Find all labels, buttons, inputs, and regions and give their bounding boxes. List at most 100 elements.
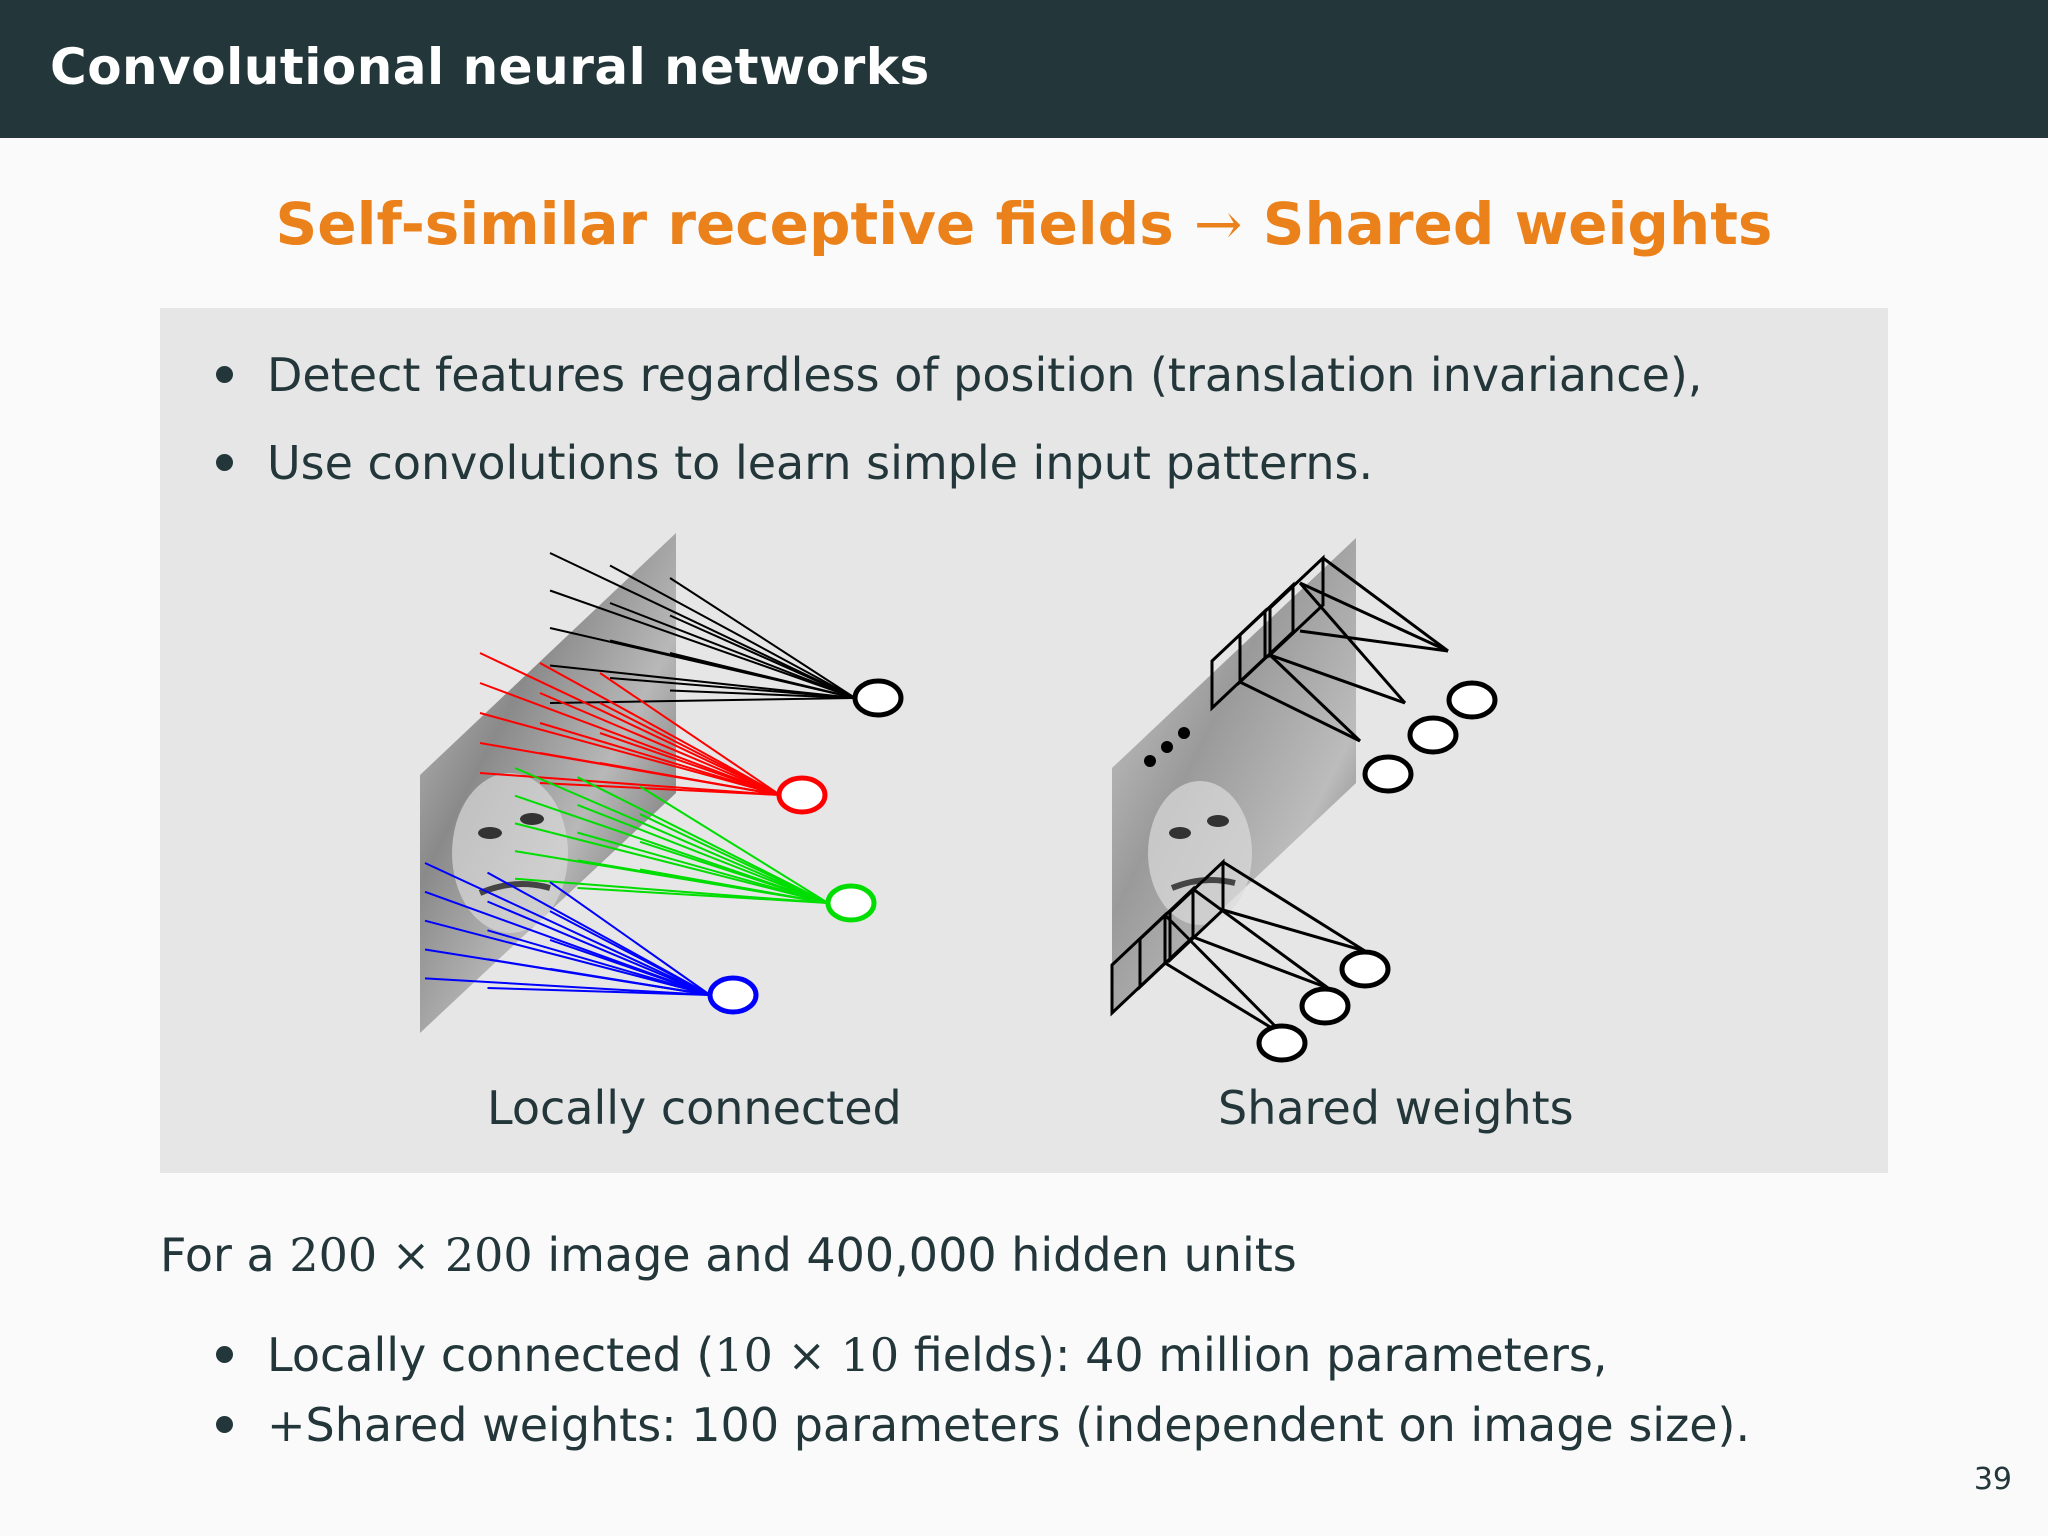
bullet-suffix: Shared weights: 100 parameters (independ…	[305, 1398, 1751, 1452]
connection-line	[599, 672, 781, 796]
green-connections	[514, 767, 829, 904]
connection-line	[669, 652, 856, 699]
top-receptive-fields	[1210, 554, 1449, 743]
connection-line	[514, 767, 829, 904]
connection-line	[479, 652, 781, 796]
content-block: Detect features regardless of position (…	[160, 308, 1888, 1173]
blue-connections	[424, 862, 711, 996]
bullet-prefix: Locally connected (	[267, 1328, 715, 1382]
connection-line	[549, 697, 856, 704]
connection-line	[549, 967, 711, 996]
shared-weights-figure	[1110, 538, 1498, 1063]
slide-title: Convolutional neural networks	[50, 38, 930, 96]
ellipsis-dot	[1144, 755, 1156, 767]
face-eye	[1169, 827, 1191, 839]
bullet-dot	[216, 454, 233, 471]
caption-shared-weights: Shared weights	[1218, 1081, 1574, 1135]
connection-line	[549, 589, 856, 699]
subtitle-arrow: →	[1193, 190, 1243, 258]
connection	[1163, 913, 1287, 1038]
hidden-unit-green	[825, 883, 877, 923]
connection-line	[577, 803, 829, 904]
red-connections	[479, 652, 781, 796]
connection-line	[639, 840, 829, 904]
connection-line	[599, 762, 781, 796]
connection-line	[549, 552, 856, 699]
connection	[1322, 556, 1449, 653]
intro-prefix: For a	[160, 1228, 290, 1282]
connection-line	[577, 831, 829, 904]
connection	[1192, 887, 1329, 990]
connection-line	[514, 822, 829, 904]
face-eye	[478, 827, 502, 839]
hidden-unit	[1256, 1023, 1308, 1063]
hidden-unit	[1339, 949, 1391, 989]
connection	[1299, 629, 1449, 653]
bullet-math: 10 × 10	[714, 1328, 900, 1382]
connection-line	[599, 702, 781, 796]
intro-math: 200 × 200	[289, 1228, 533, 1282]
connection	[1222, 860, 1366, 953]
block-bullet-1: Detect features regardless of position (…	[216, 348, 1702, 402]
bullet-text: Detect features regardless of position (…	[267, 348, 1703, 402]
connection-line	[577, 776, 829, 904]
connection-line	[479, 772, 781, 796]
locally-connected-figure	[420, 533, 904, 1033]
connection-line	[639, 813, 829, 904]
bullet-dot	[216, 1416, 233, 1433]
connection-line	[487, 929, 711, 996]
connection-line	[599, 732, 781, 796]
connection-line	[609, 564, 856, 699]
connection-line	[609, 677, 856, 699]
connection-line	[639, 868, 829, 904]
connection-line	[487, 900, 711, 996]
connection-line	[549, 938, 711, 996]
connection	[1269, 653, 1406, 705]
intro-line: For a 200 × 200 image and 400,000 hidden…	[160, 1228, 1297, 1282]
receptive-field	[1268, 554, 1325, 659]
bullet-math: +	[267, 1398, 306, 1452]
connection-line	[539, 782, 781, 796]
hidden-unit-black	[852, 678, 904, 718]
connection-line	[639, 785, 829, 904]
face-eye	[1207, 815, 1229, 827]
hidden-unit-blue	[707, 975, 759, 1015]
intro-suffix: image and 400,000 hidden units	[532, 1228, 1297, 1282]
bullet-text: Use convolutions to learn simple input p…	[267, 436, 1374, 490]
connection-line	[487, 987, 711, 996]
subtitle-left: Self-similar receptive fields	[275, 190, 1174, 258]
connection-line	[539, 722, 781, 796]
parameter-bullet-2: +Shared weights: 100 parameters (indepen…	[216, 1398, 1750, 1452]
subtitle-right: Shared weights	[1262, 190, 1773, 258]
connection	[1298, 582, 1407, 704]
bullet-dot	[216, 1346, 233, 1363]
connection-line	[479, 682, 781, 796]
connection-line	[424, 919, 711, 996]
connection-line	[424, 862, 711, 996]
connection-line	[549, 910, 711, 996]
face-shading	[1148, 781, 1252, 925]
bottom-receptive-fields	[1110, 858, 1366, 1038]
face-eye	[520, 813, 544, 825]
block-bullet-2: Use convolutions to learn simple input p…	[216, 436, 1373, 490]
connection	[1164, 961, 1286, 1038]
connection-line	[669, 577, 856, 699]
connection-line	[539, 662, 781, 796]
bullet-dot	[216, 366, 233, 383]
ellipsis-dot	[1178, 727, 1190, 739]
connection-line	[609, 602, 856, 699]
hidden-unit	[1299, 986, 1351, 1026]
parameter-bullet-1: Locally connected (10 × 10 fields): 40 m…	[216, 1328, 1608, 1382]
connection	[1299, 581, 1449, 653]
connection-line	[577, 887, 829, 904]
hidden-unit	[1407, 715, 1459, 755]
connection	[1268, 653, 1362, 743]
connection-line	[539, 692, 781, 796]
bullet-suffix: fields): 40 million parameters,	[899, 1328, 1608, 1382]
slide-header: Convolutional neural networks	[0, 0, 2048, 138]
connection	[1222, 908, 1366, 953]
hidden-unit-red	[776, 775, 828, 815]
hidden-unit	[1362, 754, 1414, 794]
hidden-unit	[1446, 680, 1498, 720]
caption-locally-connected: Locally connected	[487, 1081, 902, 1135]
